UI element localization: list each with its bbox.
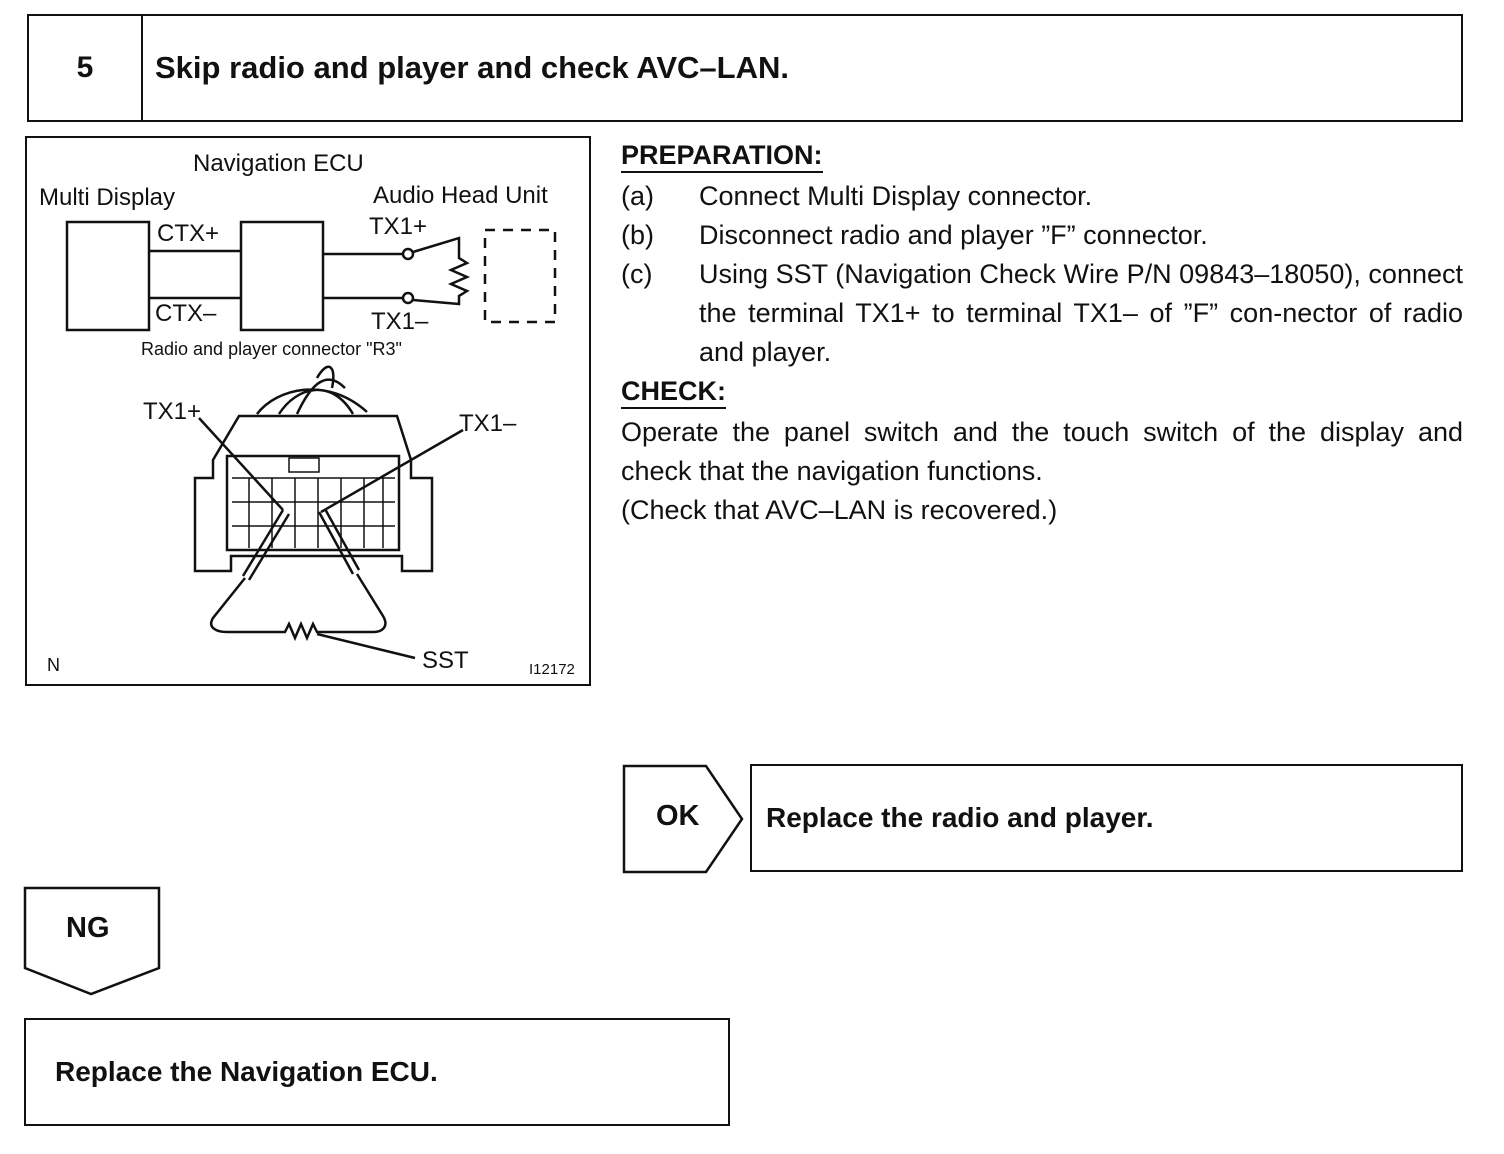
multi-display-label: Multi Display [39,184,176,211]
ok-arrow-shape [622,764,744,874]
ng-result-box: Replace the Navigation ECU. [24,1018,730,1126]
step-text: Disconnect radio and player ”F” connecto… [699,220,1208,250]
preparation-step: (c) Using SST (Navigation Check Wire P/N… [621,255,1463,372]
preparation-heading: PREPARATION: [621,140,823,173]
connector-body [193,414,434,573]
step-letter: (c) [621,259,653,289]
step-text: Using SST (Navigation Check Wire P/N 098… [699,259,1463,367]
sst-wire-loop [210,573,387,642]
sst-label: SST [422,647,469,674]
tx1-plus-label: TX1+ [143,398,202,425]
probe-left [241,509,285,577]
wiring-diagram: Navigation ECU Multi Display Audio Head … [25,136,591,686]
tx1-minus-leader [320,428,464,514]
ok-result-text: Replace the radio and player. [766,802,1154,833]
tx1-plus-top-label: TX1+ [369,213,428,240]
tx1-plus-terminal [401,247,415,261]
tx1-minus-top-label: TX1– [371,308,429,335]
ctx-minus-label: CTX– [155,300,217,327]
sst-loop-schematic [412,236,471,306]
corner-mark: N [47,655,60,675]
probe-left-b [247,513,291,581]
navigation-ecu-label: Navigation ECU [193,150,364,177]
check-heading: CHECK: [621,376,726,409]
tx1-plus-leader [198,417,284,511]
multi-display-box [65,220,151,332]
ng-arrow-shape [23,886,161,996]
probe-right-b [323,508,361,571]
step-header: 5 Skip radio and player and check AVC–LA… [27,14,1463,122]
diagram-drawing [65,220,557,660]
check-text: Operate the panel switch and the touch s… [621,417,1463,486]
figure-id: I12172 [529,661,575,678]
preparation-step: (b) Disconnect radio and player ”F” conn… [621,216,1463,255]
audio-head-unit-box [483,228,557,324]
navigation-ecu-box [239,220,325,332]
instructions: PREPARATION: (a) Connect Multi Display c… [621,136,1463,530]
ng-result-text: Replace the Navigation ECU. [55,1056,438,1087]
ctx-plus-label: CTX+ [157,220,220,247]
preparation-step: (a) Connect Multi Display connector. [621,177,1463,216]
step-letter: (a) [621,181,654,211]
tx1-minus-label: TX1– [459,410,517,437]
check-note: (Check that AVC–LAN is recovered.) [621,495,1058,525]
step-letter: (b) [621,220,654,250]
step-number: 5 [29,16,143,120]
probe-right [317,511,355,575]
ok-label: OK [656,800,700,832]
connector-caption: Radio and player connector "R3" [141,339,402,359]
audio-head-unit-label: Audio Head Unit [373,182,548,209]
step-text: Connect Multi Display connector. [699,181,1093,211]
connector-face [225,454,401,552]
step-title: Skip radio and player and check AVC–LAN. [155,50,789,85]
ok-result-box: Replace the radio and player. [750,764,1463,872]
tx1-minus-terminal [401,291,415,305]
terminal-grid [232,457,395,548]
harness-wires [256,365,368,415]
ng-label: NG [66,912,110,944]
sst-leader [316,632,416,660]
